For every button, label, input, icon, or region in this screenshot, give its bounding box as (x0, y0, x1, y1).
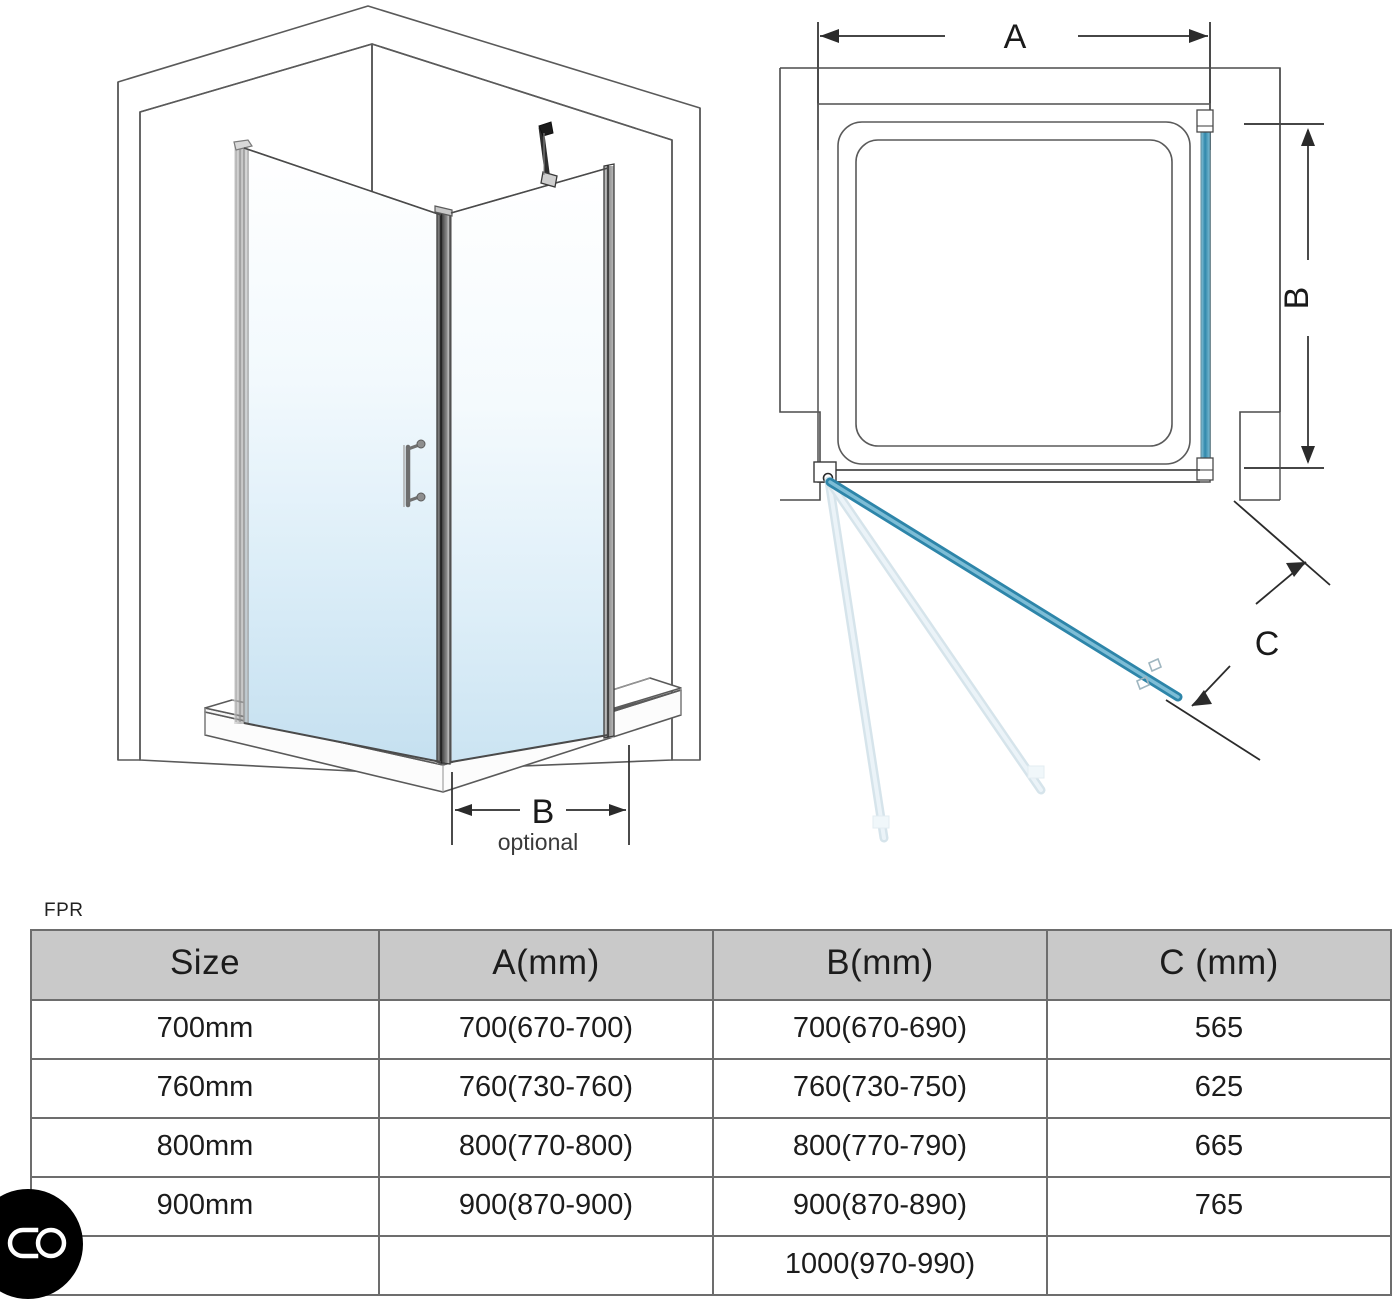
cell-b: 760(730-750) (712, 1058, 1048, 1119)
table-row: 900mm 900(870-900) 900(870-890) 765 (30, 1176, 1392, 1237)
cell-a: 900(870-900) (378, 1176, 714, 1237)
top-dimension-a (817, 22, 1211, 150)
column-header-size: Size (30, 929, 380, 1001)
top-dimension-b (1244, 68, 1324, 500)
door-handle-graphic (403, 439, 426, 508)
top-view-door-swing-diagram: A (760, 0, 1396, 890)
iso-dimension-b-note: optional (498, 829, 579, 855)
table-row: 800mm 800(770-800) 800(770-790) 665 (30, 1117, 1392, 1178)
cell-c: 625 (1046, 1058, 1392, 1119)
table-row: 700mm 700(670-700) 700(670-690) 565 (30, 999, 1392, 1060)
column-header-a: A(mm) (378, 929, 714, 1001)
iso-dimension-b (451, 745, 630, 845)
cell-c: 765 (1046, 1176, 1392, 1237)
top-dimension-a-label: A (1004, 18, 1027, 56)
cell-size: 900mm (30, 1176, 380, 1237)
cell-size: 760mm (30, 1058, 380, 1119)
cell-b: 700(670-690) (712, 999, 1048, 1060)
specification-table-block: FPR Size A(mm) B(mm) C (mm) 700mm 700(67… (30, 900, 1392, 1296)
cell-b: 800(770-790) (712, 1117, 1048, 1178)
isometric-shower-diagram: B optional (0, 0, 760, 890)
cell-b: 1000(970-990) (712, 1235, 1048, 1296)
table-row: 760mm 760(730-760) 760(730-750) 625 (30, 1058, 1392, 1119)
cell-c: 665 (1046, 1117, 1392, 1178)
iso-dimension-b-label: B (532, 793, 555, 831)
column-header-b: B(mm) (712, 929, 1048, 1001)
support-bar-graphic (538, 121, 558, 188)
cell-b: 900(870-890) (712, 1176, 1048, 1237)
cell-c (1046, 1235, 1392, 1296)
cell-c: 565 (1046, 999, 1392, 1060)
cell-a (378, 1235, 714, 1296)
table-caption: FPR (44, 900, 84, 921)
cell-size: 700mm (30, 999, 380, 1060)
co-logo-icon (7, 1227, 67, 1259)
cell-a: 760(730-760) (378, 1058, 714, 1119)
column-header-c: C (mm) (1046, 929, 1392, 1001)
table-row: 1000(970-990) (30, 1235, 1392, 1296)
cell-size (30, 1235, 380, 1296)
cell-a: 800(770-800) (378, 1117, 714, 1178)
table-header-row: Size A(mm) B(mm) C (mm) (30, 929, 1392, 1001)
door-open-position (825, 477, 1183, 702)
top-dimension-c-label: C (1255, 625, 1280, 663)
cell-a: 700(670-700) (378, 999, 714, 1060)
top-dimension-c (1165, 500, 1331, 761)
cell-size: 800mm (30, 1117, 380, 1178)
specification-table: Size A(mm) B(mm) C (mm) 700mm 700(670-70… (30, 929, 1392, 1296)
door-ghost-positions (824, 476, 1046, 843)
top-dimension-b-label: B (1278, 287, 1316, 310)
side-panel-plan (1200, 119, 1211, 471)
